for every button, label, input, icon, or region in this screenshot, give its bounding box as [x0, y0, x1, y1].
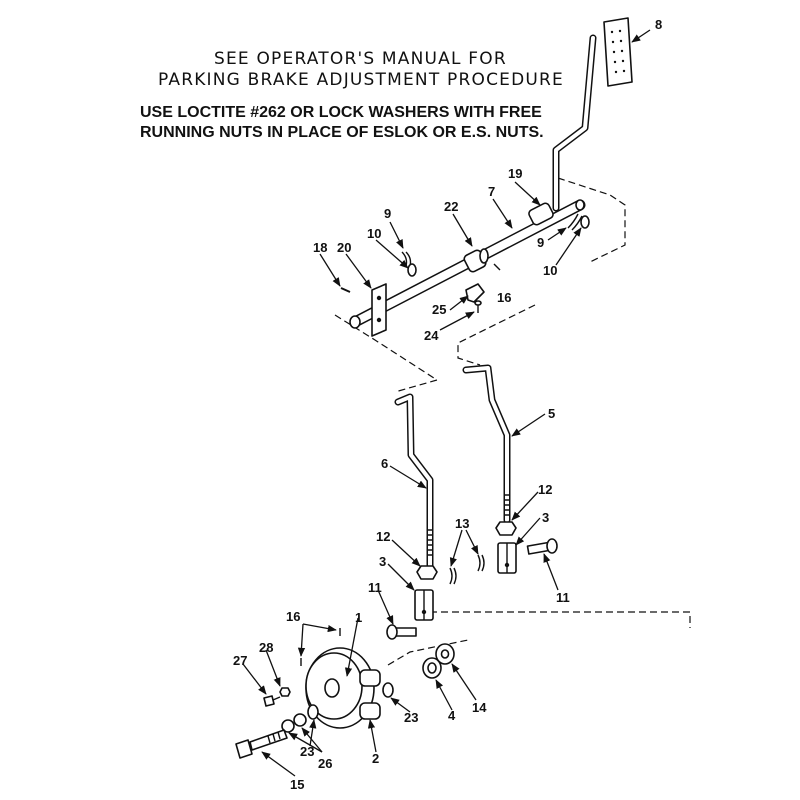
part-12-nut-right	[495, 521, 517, 536]
note-manual-line2: PARKING BRAKE ADJUSTMENT PROCEDURE	[158, 70, 564, 90]
part-24-bolt	[474, 300, 482, 313]
note-loctite-line2: RUNNING NUTS IN PLACE OF ESLOK OR E.S. N…	[140, 124, 544, 141]
callout-leaders	[242, 29, 651, 777]
part-25-clamp	[465, 283, 485, 303]
part-5-brake-rod-right	[462, 364, 511, 524]
part-26-washer-b	[293, 713, 307, 727]
callout-24: 24	[424, 328, 439, 343]
part-13-cotter-pin-a	[449, 567, 457, 585]
callout-15: 15	[290, 777, 304, 792]
callout-12a: 12	[376, 529, 390, 544]
part-18-pin	[340, 287, 351, 293]
callout-12b: 12	[538, 482, 552, 497]
part-22-collar	[463, 248, 489, 273]
callout-10b: 10	[543, 263, 557, 278]
part-10-washer-left	[407, 263, 417, 277]
callout-18: 18	[313, 240, 327, 255]
callout-3a: 3	[379, 554, 386, 569]
part-11-clevis-pin-right	[526, 538, 558, 555]
part-2-brake-band	[359, 669, 381, 720]
callout-20: 20	[337, 240, 351, 255]
part-4-bushing	[422, 657, 442, 679]
callout-7: 7	[488, 184, 495, 199]
callout-14: 14	[472, 700, 487, 715]
callout-2: 2	[372, 751, 379, 766]
part-28-small-nut	[279, 687, 291, 697]
callout-10a: 10	[367, 226, 381, 241]
callout-16a: 16	[497, 290, 511, 305]
part-9-cotter-pin-right	[567, 213, 583, 231]
part-20-bracket	[371, 283, 387, 337]
part-14-washer	[435, 643, 455, 665]
callout-4: 4	[448, 708, 456, 723]
callout-11a: 11	[368, 580, 382, 595]
part-27-small-bolt	[263, 695, 281, 707]
part-12-nut-left	[416, 565, 438, 580]
part-23-washer-left	[307, 704, 319, 720]
callout-11b: 11	[556, 590, 570, 605]
callout-6: 6	[381, 456, 388, 471]
part-6-brake-rod-left	[394, 393, 434, 569]
callout-26: 26	[318, 756, 332, 771]
callout-28: 28	[259, 640, 273, 655]
callout-3b: 3	[542, 510, 549, 525]
part-15-bolt	[235, 729, 288, 759]
callout-13: 13	[455, 516, 469, 531]
callout-9b: 9	[537, 235, 544, 250]
callout-8: 8	[655, 17, 662, 32]
callout-23b: 23	[300, 744, 314, 759]
part-16-pin-upper	[493, 263, 501, 271]
callout-5: 5	[548, 406, 555, 421]
callout-1: 1	[355, 610, 362, 625]
note-loctite-line1: USE LOCTITE #262 OR LOCK WASHERS WITH FR…	[140, 104, 542, 121]
part-23-washer-right	[382, 682, 394, 698]
callout-27: 27	[233, 653, 247, 668]
part-8-brake-pedal	[552, 17, 633, 212]
part-10-washer-right	[580, 215, 590, 229]
callout-labels: 8 19 7 22 9 10 18 20 9 10 16 25 24 5 6 1…	[233, 17, 662, 792]
note-manual-line1: SEE OPERATOR'S MANUAL FOR	[214, 49, 507, 69]
callout-22: 22	[444, 199, 458, 214]
part-3-clevis-right	[497, 542, 517, 574]
callout-16b: 16	[286, 609, 300, 624]
callout-19: 19	[508, 166, 522, 181]
part-3-clevis-left	[414, 589, 434, 621]
part-11-clevis-pin-left	[386, 624, 417, 640]
callout-9a: 9	[384, 206, 391, 221]
callout-25: 25	[432, 302, 446, 317]
part-13-cotter-pin-b	[477, 554, 485, 572]
part-26-washer-a	[281, 719, 295, 733]
callout-23a: 23	[404, 710, 418, 725]
